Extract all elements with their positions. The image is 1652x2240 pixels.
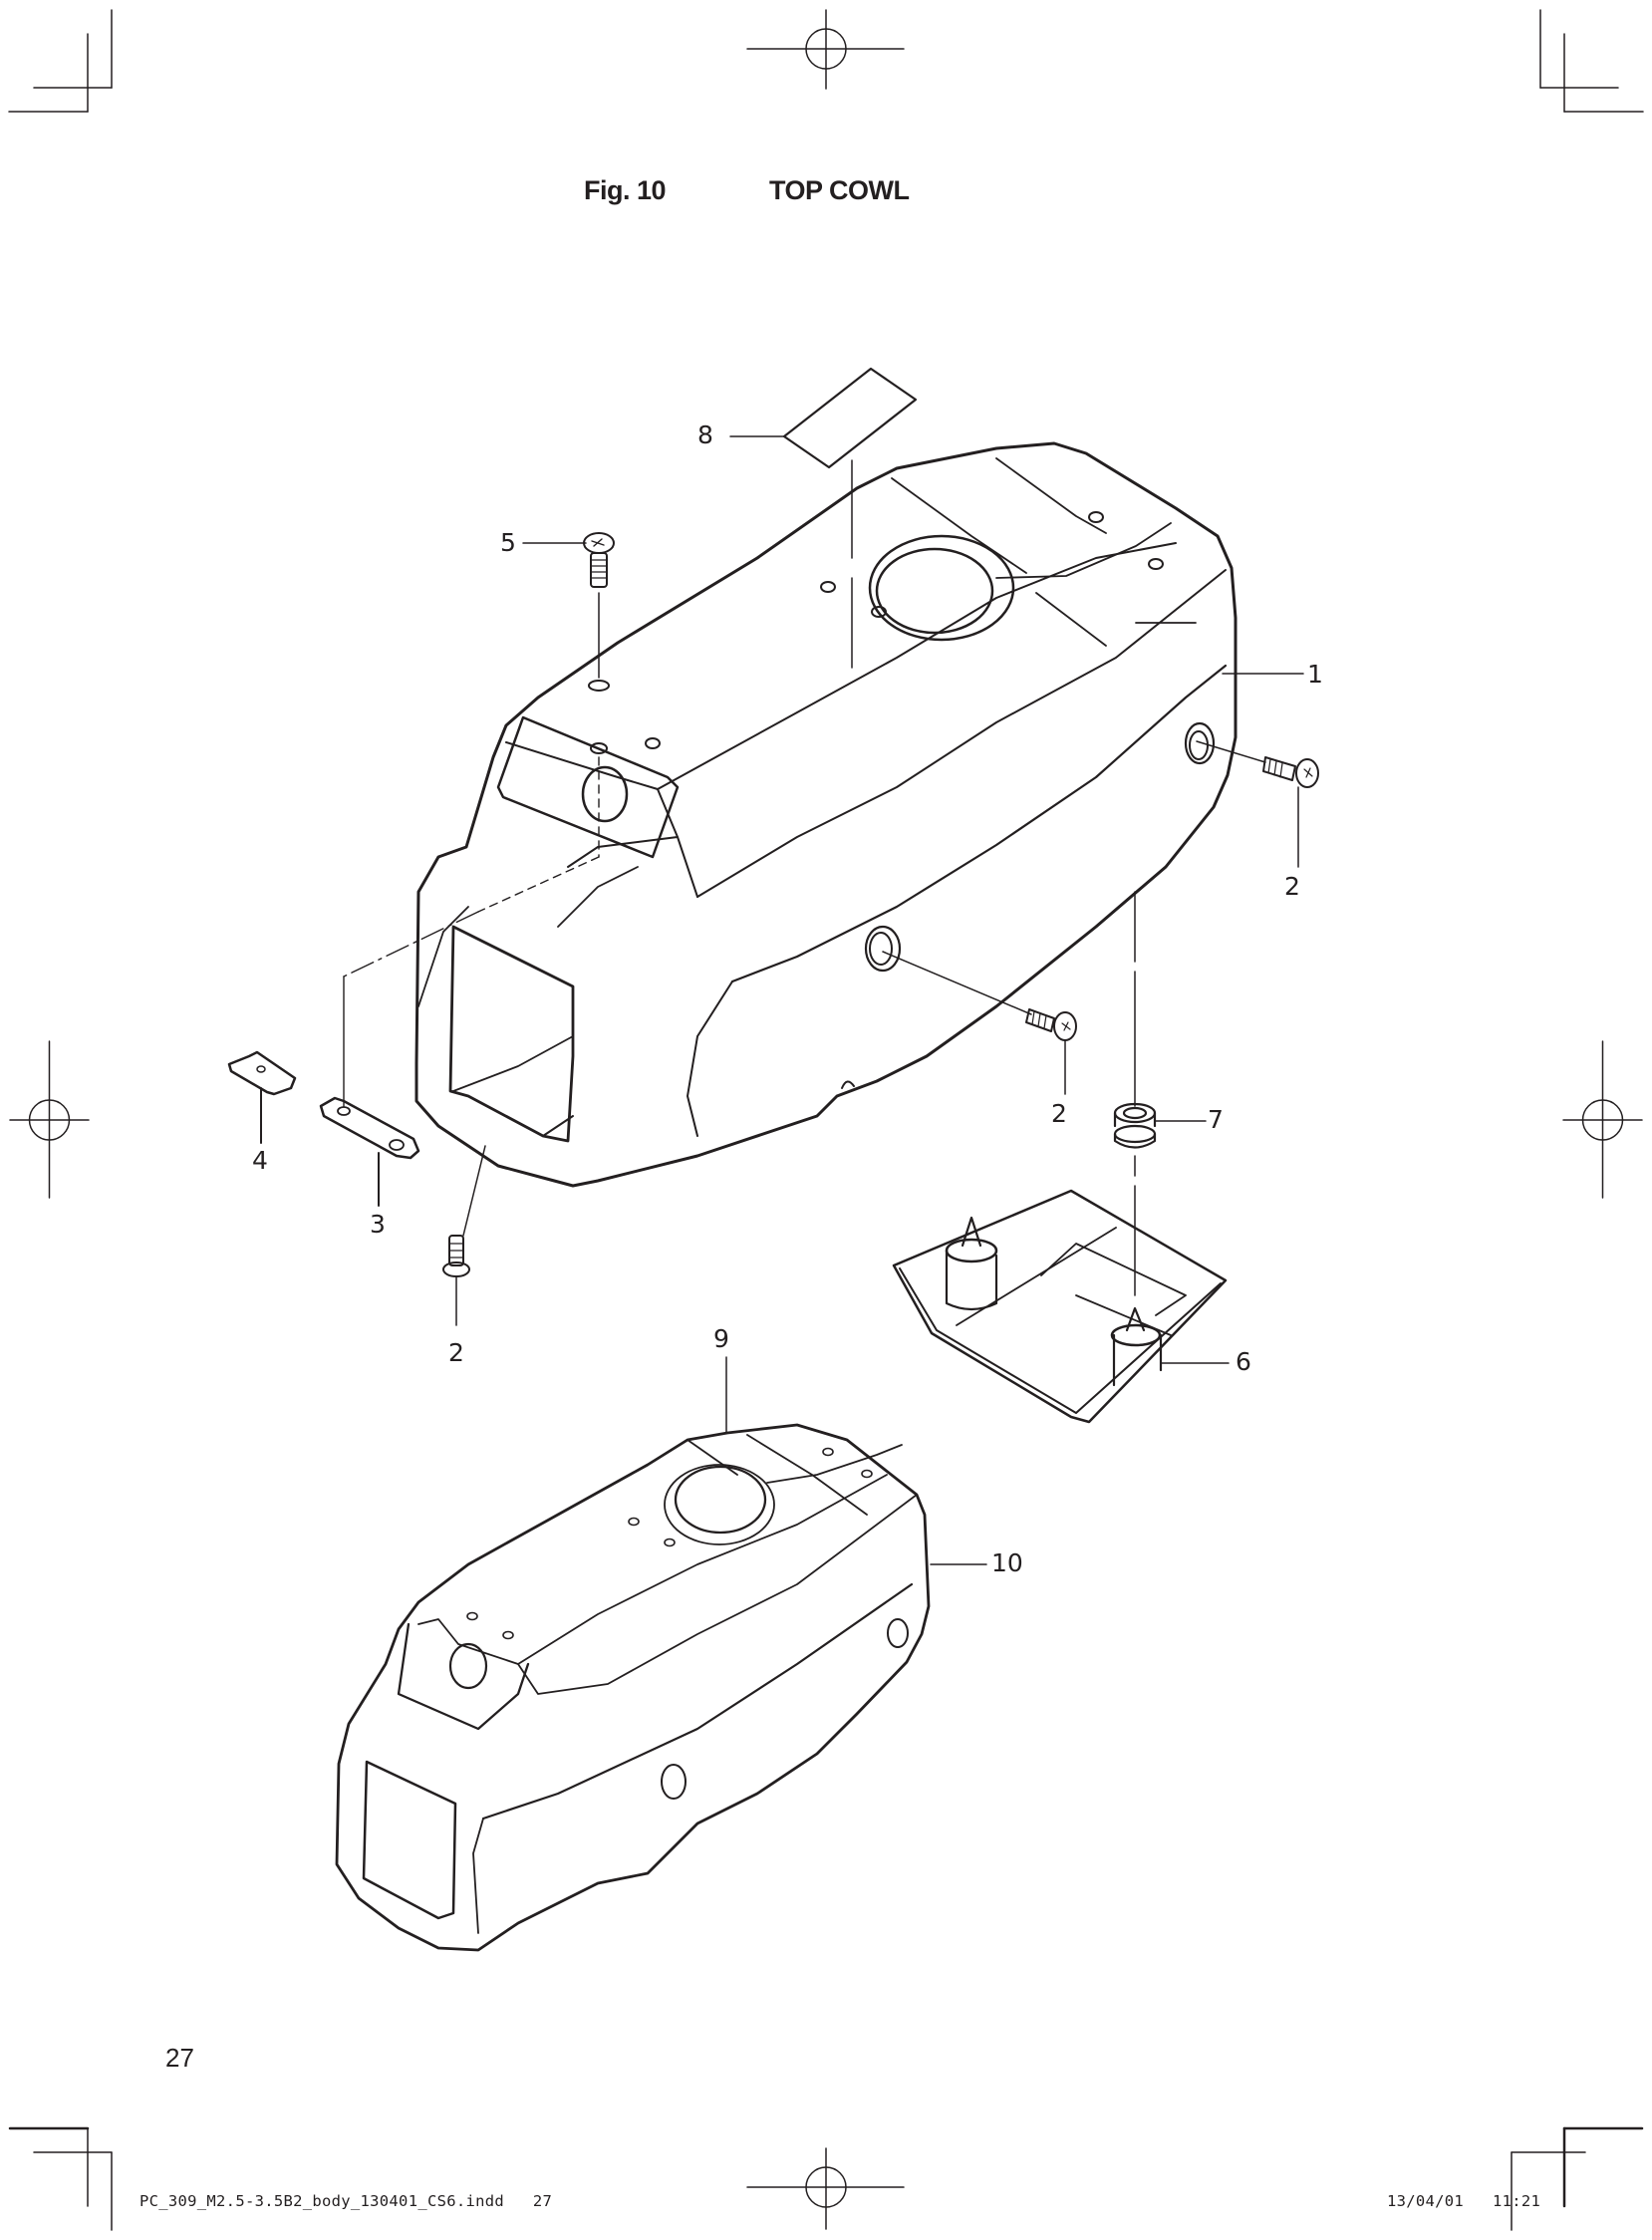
part-2-screw-lower <box>442 1145 486 1326</box>
part-4-clip <box>227 1050 297 1144</box>
callout-2-middle: 2 <box>1051 1099 1067 1128</box>
callout-6: 6 <box>1236 1347 1251 1376</box>
part-5-screw <box>343 532 615 1107</box>
figure-label: Fig. 10 <box>584 175 667 205</box>
callout-4: 4 <box>252 1146 268 1175</box>
callout-8: 8 <box>697 420 713 449</box>
callout-3: 3 <box>370 1210 386 1239</box>
part-2-screw-middle <box>882 951 1077 1095</box>
figure-title: TOP COWL <box>769 175 910 205</box>
part-3-plate <box>319 1096 420 1207</box>
crop-marks-top-right <box>1539 9 1644 113</box>
part-8-sticker <box>729 367 918 669</box>
callout-9: 9 <box>713 1324 729 1353</box>
crop-marks-bottom-right <box>1511 2126 1644 2231</box>
registration-mark-left <box>9 1040 90 1199</box>
crop-marks-top-left <box>8 9 113 113</box>
crop-marks-bottom-left <box>8 2126 113 2231</box>
registration-mark-right <box>1562 1040 1643 1199</box>
part-10-assembled-cowl <box>335 1356 987 1952</box>
callout-1: 1 <box>1307 660 1323 689</box>
part-7-grommet <box>1113 891 1207 1296</box>
footer-file-info: PC_309_M2.5-3.5B2_body_130401_CS6.indd 2… <box>139 2192 553 2210</box>
callout-7: 7 <box>1208 1105 1224 1134</box>
callout-10: 10 <box>991 1548 1023 1577</box>
footer-timestamp: 13/04/01 11:21 <box>1387 2192 1541 2210</box>
part-2-screw-right <box>1196 740 1319 868</box>
part-1-top-cowl <box>414 441 1304 1188</box>
callout-2-right: 2 <box>1284 872 1300 901</box>
registration-mark-bottom <box>746 2147 905 2230</box>
registration-mark-top <box>746 9 905 90</box>
page-number: 27 <box>165 2043 194 2073</box>
callout-2-lower: 2 <box>448 1338 464 1367</box>
callout-5: 5 <box>500 528 516 557</box>
part-6-tray <box>892 1189 1230 1424</box>
